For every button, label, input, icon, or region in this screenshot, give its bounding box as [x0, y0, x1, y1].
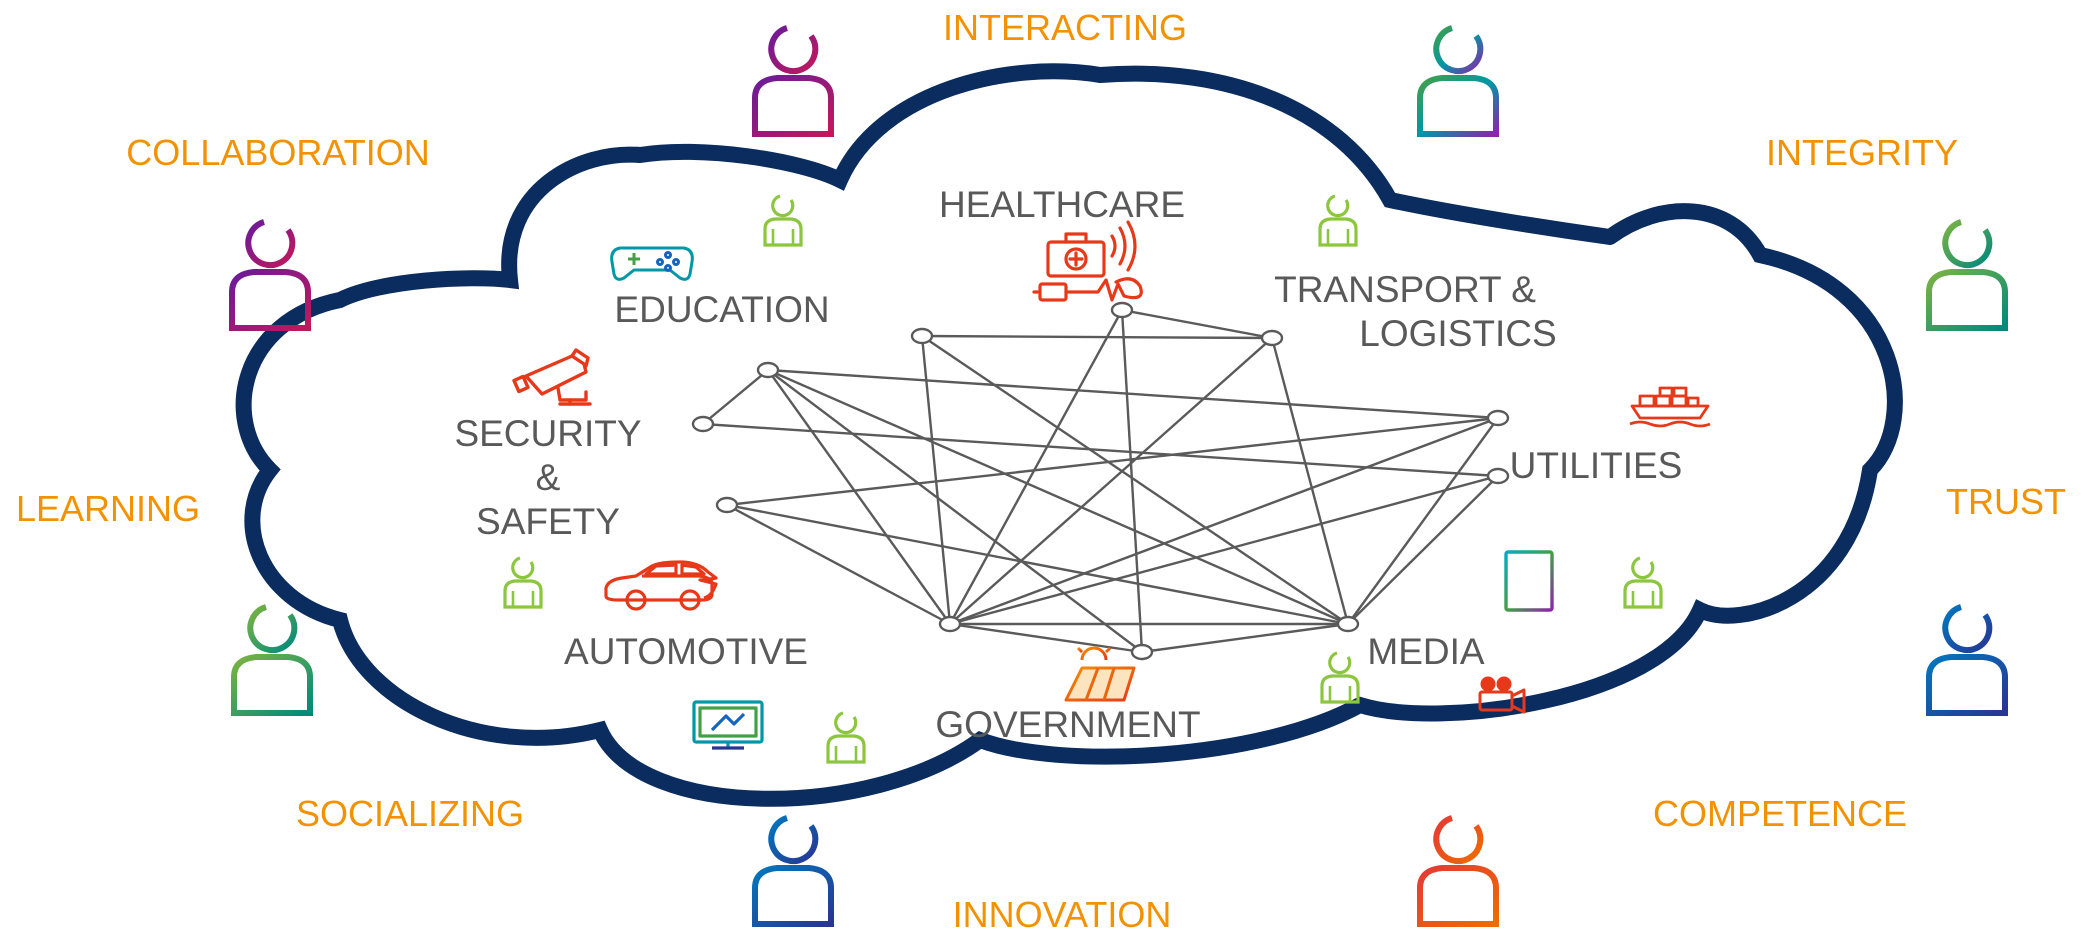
network-node — [1130, 643, 1154, 661]
sector-government: GOVERNMENT — [935, 704, 1200, 745]
person-icon — [1420, 818, 1496, 924]
value-competence: COMPETENCE — [1653, 793, 1907, 834]
value-socializing: SOCIALIZING — [296, 793, 524, 834]
value-collaboration: COLLABORATION — [126, 132, 429, 173]
person-icon — [755, 28, 831, 134]
video-camera-icon — [1478, 676, 1526, 714]
small-person-icon — [503, 556, 543, 609]
value-learning: LEARNING — [16, 488, 200, 529]
sector-transport-line2: LOGISTICS — [1359, 313, 1556, 354]
network-node — [1486, 467, 1510, 485]
refrigerator-icon — [1504, 550, 1554, 614]
value-innovation: INNOVATION — [953, 894, 1172, 935]
network-node — [715, 496, 739, 514]
gamepad-icon — [610, 246, 694, 281]
car-icon — [604, 560, 718, 611]
sector-education: EDUCATION — [614, 289, 829, 330]
first-aid-kit-icon — [1032, 220, 1143, 302]
person-icon — [1420, 28, 1496, 134]
sector-transport-line1: TRANSPORT & — [1274, 269, 1536, 310]
person-icon — [1929, 607, 2005, 713]
network-node — [756, 361, 780, 379]
small-person-icon — [826, 711, 866, 764]
network-node — [910, 327, 934, 345]
network-node — [1336, 615, 1360, 633]
value-trust: TRUST — [1946, 481, 2066, 522]
person-icon — [234, 607, 310, 713]
small-person-icon — [1320, 651, 1360, 704]
network-node — [938, 615, 962, 633]
sector-security-line3: SAFETY — [476, 501, 620, 542]
solar-panel-icon — [1064, 642, 1136, 702]
small-person-icon — [763, 194, 803, 247]
value-integrity: INTEGRITY — [1766, 132, 1958, 173]
sector-security-line2: & — [536, 457, 561, 498]
person-icon — [1929, 222, 2005, 328]
sector-utilities: UTILITIES — [1510, 445, 1683, 486]
sector-automotive: AUTOMOTIVE — [564, 631, 808, 672]
network-edges — [702, 308, 1499, 654]
network-node — [1260, 329, 1284, 347]
network-node — [1486, 409, 1510, 427]
cargo-ship-icon — [1629, 386, 1711, 428]
value-interacting: INTERACTING — [943, 7, 1187, 48]
cloud-shape — [235, 63, 1903, 807]
small-person-icon — [1623, 556, 1663, 609]
security-camera-icon — [512, 348, 592, 406]
sector-healthcare: HEALTHCARE — [939, 184, 1185, 225]
computer-monitor-icon — [692, 700, 764, 750]
network-node — [1110, 301, 1134, 319]
network-nodes — [691, 301, 1510, 661]
small-person-icon — [1318, 194, 1358, 247]
person-icon — [755, 818, 831, 924]
sector-security-line1: SECURITY — [454, 413, 641, 454]
sector-media: MEDIA — [1367, 631, 1485, 672]
network-node — [691, 415, 715, 433]
